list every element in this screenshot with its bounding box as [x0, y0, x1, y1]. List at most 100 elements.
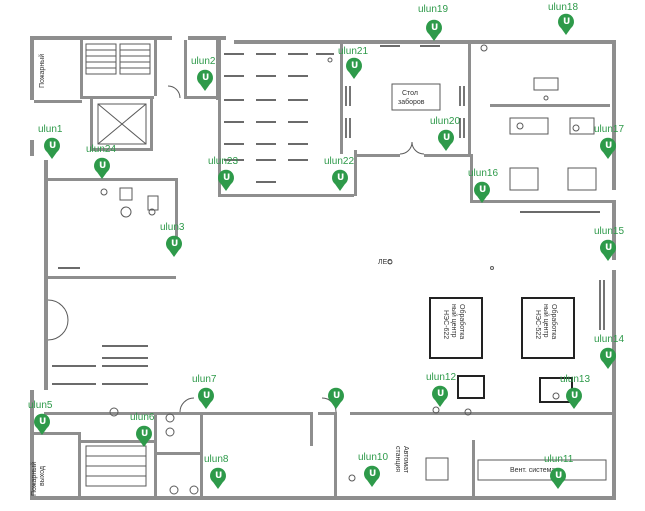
- pin-label: ulun5: [28, 400, 53, 411]
- map-pin-icon: [474, 181, 490, 203]
- map-pin-icon: [44, 137, 60, 159]
- pin-glyph: U: [605, 141, 612, 151]
- pin-ulun12[interactable]: ulun12 U: [426, 372, 456, 407]
- map-pin-icon: [426, 19, 442, 42]
- map-pin-icon: [600, 347, 616, 369]
- pin-ulun1[interactable]: ulun1 U: [38, 124, 63, 159]
- pin-ulun21[interactable]: ulun21 U: [338, 46, 368, 79]
- pin-ulun10[interactable]: ulun10 U: [358, 452, 388, 487]
- info-center-left-label-3: НЭС-622: [442, 310, 449, 339]
- pin-ulun9[interactable]: U: [328, 387, 344, 409]
- pin-glyph: U: [202, 73, 209, 83]
- pin-ulun3[interactable]: ulun3 U: [160, 222, 185, 257]
- map-pin-icon: [566, 387, 582, 409]
- reception-desk-label-2: заборов: [398, 98, 425, 106]
- pin-label: ulun20: [430, 116, 460, 127]
- pin-ulun20[interactable]: ulun20 U: [430, 116, 460, 151]
- pin-label: ulun23: [208, 156, 238, 167]
- info-center-right-label-3: НЭС-522: [534, 310, 541, 339]
- pin-ulun11[interactable]: ulun11 U: [544, 454, 574, 489]
- pin-ulun2[interactable]: ulun2 U: [191, 56, 216, 91]
- pin-glyph: U: [141, 429, 148, 439]
- autonomous-station-label-2: станция: [394, 446, 401, 472]
- pin-glyph: U: [437, 389, 444, 399]
- pin-label: ulun11: [544, 454, 574, 465]
- pin-glyph: U: [223, 173, 230, 183]
- pin-label: ulun2: [191, 56, 216, 67]
- pin-ulun8[interactable]: ulun8 U: [204, 454, 229, 489]
- pin-glyph: U: [605, 351, 612, 361]
- pin-ulun5[interactable]: ulun5 U: [28, 400, 53, 435]
- pin-glyph: U: [479, 185, 486, 195]
- pin-label: ulun19: [418, 4, 448, 15]
- pin-glyph: U: [443, 133, 450, 143]
- pin-glyph: U: [49, 141, 56, 151]
- map-pin-icon: [197, 69, 213, 91]
- pin-glyph: U: [99, 161, 106, 171]
- map-pin-icon: [166, 235, 182, 257]
- map-pin-icon: [198, 387, 214, 409]
- reception-desk-label-1: Стол: [402, 90, 418, 97]
- map-pin-icon: [136, 425, 152, 447]
- pin-label: ulun6: [130, 412, 155, 423]
- pin-glyph: U: [555, 471, 562, 481]
- pin-ulun17[interactable]: ulun17 U: [594, 124, 624, 159]
- walls: [30, 36, 616, 500]
- info-center-right-label-1: Обработка: [550, 304, 558, 339]
- room-labels: Стол заборов ЛЕС Обработка ный центр НЭС…: [30, 54, 558, 496]
- pin-ulun24[interactable]: ulun24 U: [86, 144, 116, 179]
- pin-label: ulun8: [204, 454, 229, 465]
- pin-ulun18[interactable]: ulun18 U: [548, 2, 578, 36]
- pin-label: ulun17: [594, 124, 624, 135]
- map-pin-icon: [332, 169, 348, 191]
- pin-glyph: U: [571, 391, 578, 401]
- pin-label: ulun24: [86, 144, 116, 155]
- pin-glyph: U: [215, 471, 222, 481]
- pin-ulun19[interactable]: ulun19 U: [418, 4, 448, 42]
- ventilation-label: Вент. система: [510, 467, 555, 474]
- info-center-left-label-2: ный центр: [450, 304, 458, 338]
- map-pin-icon: [346, 57, 362, 79]
- map-pin-icon: [600, 137, 616, 159]
- map-pin-icon: [438, 129, 454, 151]
- pin-ulun15[interactable]: ulun15 U: [594, 226, 624, 261]
- pin-label: ulun7: [192, 374, 217, 385]
- map-pin-icon: [600, 239, 616, 261]
- pin-label: ulun21: [338, 46, 368, 57]
- map-pin-icon: [432, 385, 448, 407]
- map-pin-icon: [34, 413, 50, 435]
- map-pin-icon: [550, 467, 566, 489]
- pin-label: ulun13: [560, 374, 590, 385]
- autonomous-station-label-1: Автомат: [402, 446, 409, 474]
- info-center-left-label-1: Обработка: [458, 304, 466, 339]
- pin-ulun22[interactable]: ulun22 U: [324, 156, 354, 191]
- pin-label: ulun14: [594, 334, 624, 345]
- pin-glyph: U: [39, 417, 46, 427]
- pin-ulun23[interactable]: ulun23 U: [208, 156, 238, 191]
- pin-glyph: U: [431, 23, 438, 33]
- pin-label: ulun16: [468, 168, 498, 179]
- pin-label: ulun3: [160, 222, 185, 233]
- stair-bottom-left-label-1: Пожарный: [30, 462, 38, 496]
- pin-glyph: U: [337, 173, 344, 183]
- furniture: [47, 43, 607, 495]
- stair-bottom-left-label-2: выход: [39, 466, 46, 486]
- pin-ulun16[interactable]: ulun16 U: [468, 168, 498, 203]
- pin-ulun13[interactable]: ulun13 U: [560, 374, 590, 409]
- pin-ulun14[interactable]: ulun14 U: [594, 334, 624, 369]
- pin-glyph: U: [203, 391, 210, 401]
- pins: ulun1 U ulun2 U ulun3 U ulun5 U ulun6 U …: [28, 2, 624, 489]
- pin-label: ulun18: [548, 2, 578, 13]
- pin-glyph: U: [563, 17, 570, 27]
- pin-glyph: U: [333, 391, 340, 401]
- info-center-right-label-2: ный центр: [542, 304, 550, 338]
- map-pin-icon: [558, 13, 574, 36]
- pin-glyph: U: [369, 469, 376, 479]
- pin-ulun7[interactable]: ulun7 U: [192, 374, 217, 409]
- pin-glyph: U: [171, 239, 178, 249]
- pin-ulun6[interactable]: ulun6 U: [130, 412, 155, 447]
- map-pin-icon: [94, 157, 110, 179]
- pin-label: ulun10: [358, 452, 388, 463]
- pin-label: ulun15: [594, 226, 624, 237]
